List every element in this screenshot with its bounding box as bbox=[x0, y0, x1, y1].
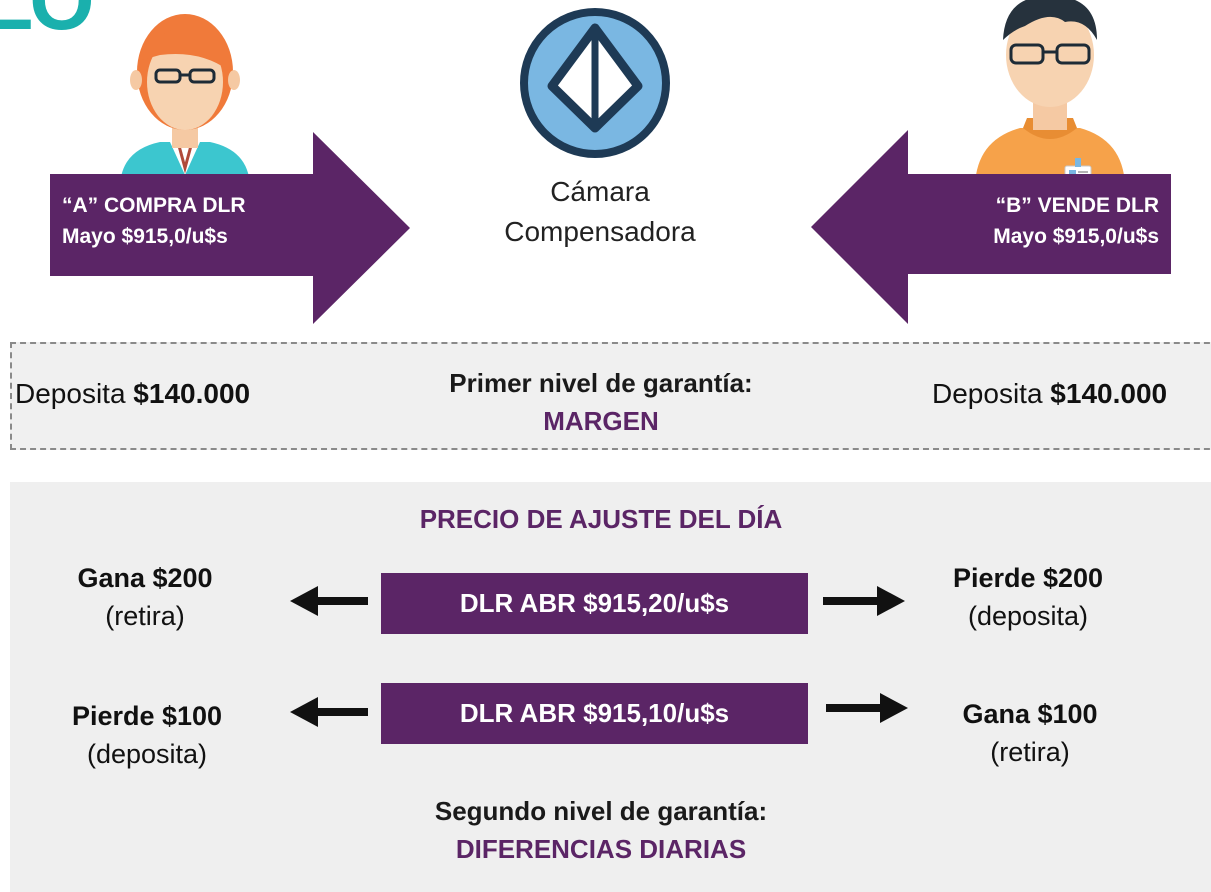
clearing-house-line2: Compensadora bbox=[504, 216, 696, 247]
adjustment-price-title: PRECIO DE AJUSTE DEL DÍA bbox=[419, 504, 783, 534]
margin-accent: MARGEN bbox=[543, 406, 659, 436]
row1-right-main: Pierde $200 bbox=[952, 563, 1104, 593]
heading-fragment: LO bbox=[0, 0, 95, 47]
second-level-block: Segundo nivel de garantía: DIFERENCIAS D… bbox=[351, 792, 851, 868]
seller-line2: Mayo $915,0/u$s bbox=[993, 225, 1159, 248]
buyer-arrow bbox=[50, 132, 410, 324]
left-deposit: Deposita $140.000 bbox=[15, 378, 250, 410]
margin-title-block: Primer nivel de garantía: MARGEN bbox=[351, 364, 851, 440]
buyer-line2: Mayo $915,0/u$s bbox=[62, 225, 228, 248]
row1-right-sub: (deposita) bbox=[967, 601, 1089, 631]
row2-left-sub: (deposita) bbox=[86, 739, 208, 769]
row2-right-sub: (retira) bbox=[990, 737, 1070, 767]
row1-left-main: Gana $200 bbox=[77, 563, 213, 593]
row2-right-arrow-icon bbox=[826, 693, 908, 723]
clearing-house-label: Cámara Compensadora bbox=[470, 172, 730, 252]
price-bar-1: DLR ABR $915,20/u$s bbox=[381, 573, 808, 634]
seller-line1: “B” VENDE DLR bbox=[995, 194, 1159, 217]
left-deposit-amount: $140.000 bbox=[133, 378, 251, 409]
margin-title: Primer nivel de garantía: bbox=[449, 368, 753, 398]
row1-right-arrow-icon bbox=[823, 586, 905, 616]
row1-left-result: Gana $200 (retira) bbox=[15, 559, 275, 635]
right-deposit-amount: $140.000 bbox=[1050, 378, 1168, 409]
row1-right-result: Pierde $200 (deposita) bbox=[898, 559, 1158, 635]
row1-left-sub: (retira) bbox=[105, 601, 185, 631]
left-deposit-prefix: Deposita bbox=[15, 378, 134, 409]
clearing-house-logo-icon bbox=[520, 8, 670, 158]
seller-arrow bbox=[811, 130, 1171, 324]
second-level-title: Segundo nivel de garantía: bbox=[434, 796, 768, 826]
second-level-accent: DIFERENCIAS DIARIAS bbox=[455, 834, 747, 864]
row2-right-result: Gana $100 (retira) bbox=[900, 695, 1160, 771]
buyer-label: “A” COMPRA DLR Mayo $915,0/u$s bbox=[62, 190, 246, 252]
price-bar-2: DLR ABR $915,10/u$s bbox=[381, 683, 808, 744]
buyer-line1: “A” COMPRA DLR bbox=[62, 194, 246, 217]
margin-band bbox=[10, 342, 1211, 450]
man-avatar-icon bbox=[975, 0, 1125, 185]
clearing-house-line1: Cámara bbox=[550, 176, 650, 207]
row2-right-main: Gana $100 bbox=[962, 699, 1098, 729]
row2-left-arrow-icon bbox=[290, 697, 368, 727]
row2-left-main: Pierde $100 bbox=[71, 701, 223, 731]
row2-left-result: Pierde $100 (deposita) bbox=[17, 697, 277, 773]
right-deposit-prefix: Deposita bbox=[932, 378, 1051, 409]
row1-left-arrow-icon bbox=[290, 586, 368, 616]
right-deposit: Deposita $140.000 bbox=[932, 378, 1167, 410]
seller-label: “B” VENDE DLR Mayo $915,0/u$s bbox=[930, 190, 1159, 252]
